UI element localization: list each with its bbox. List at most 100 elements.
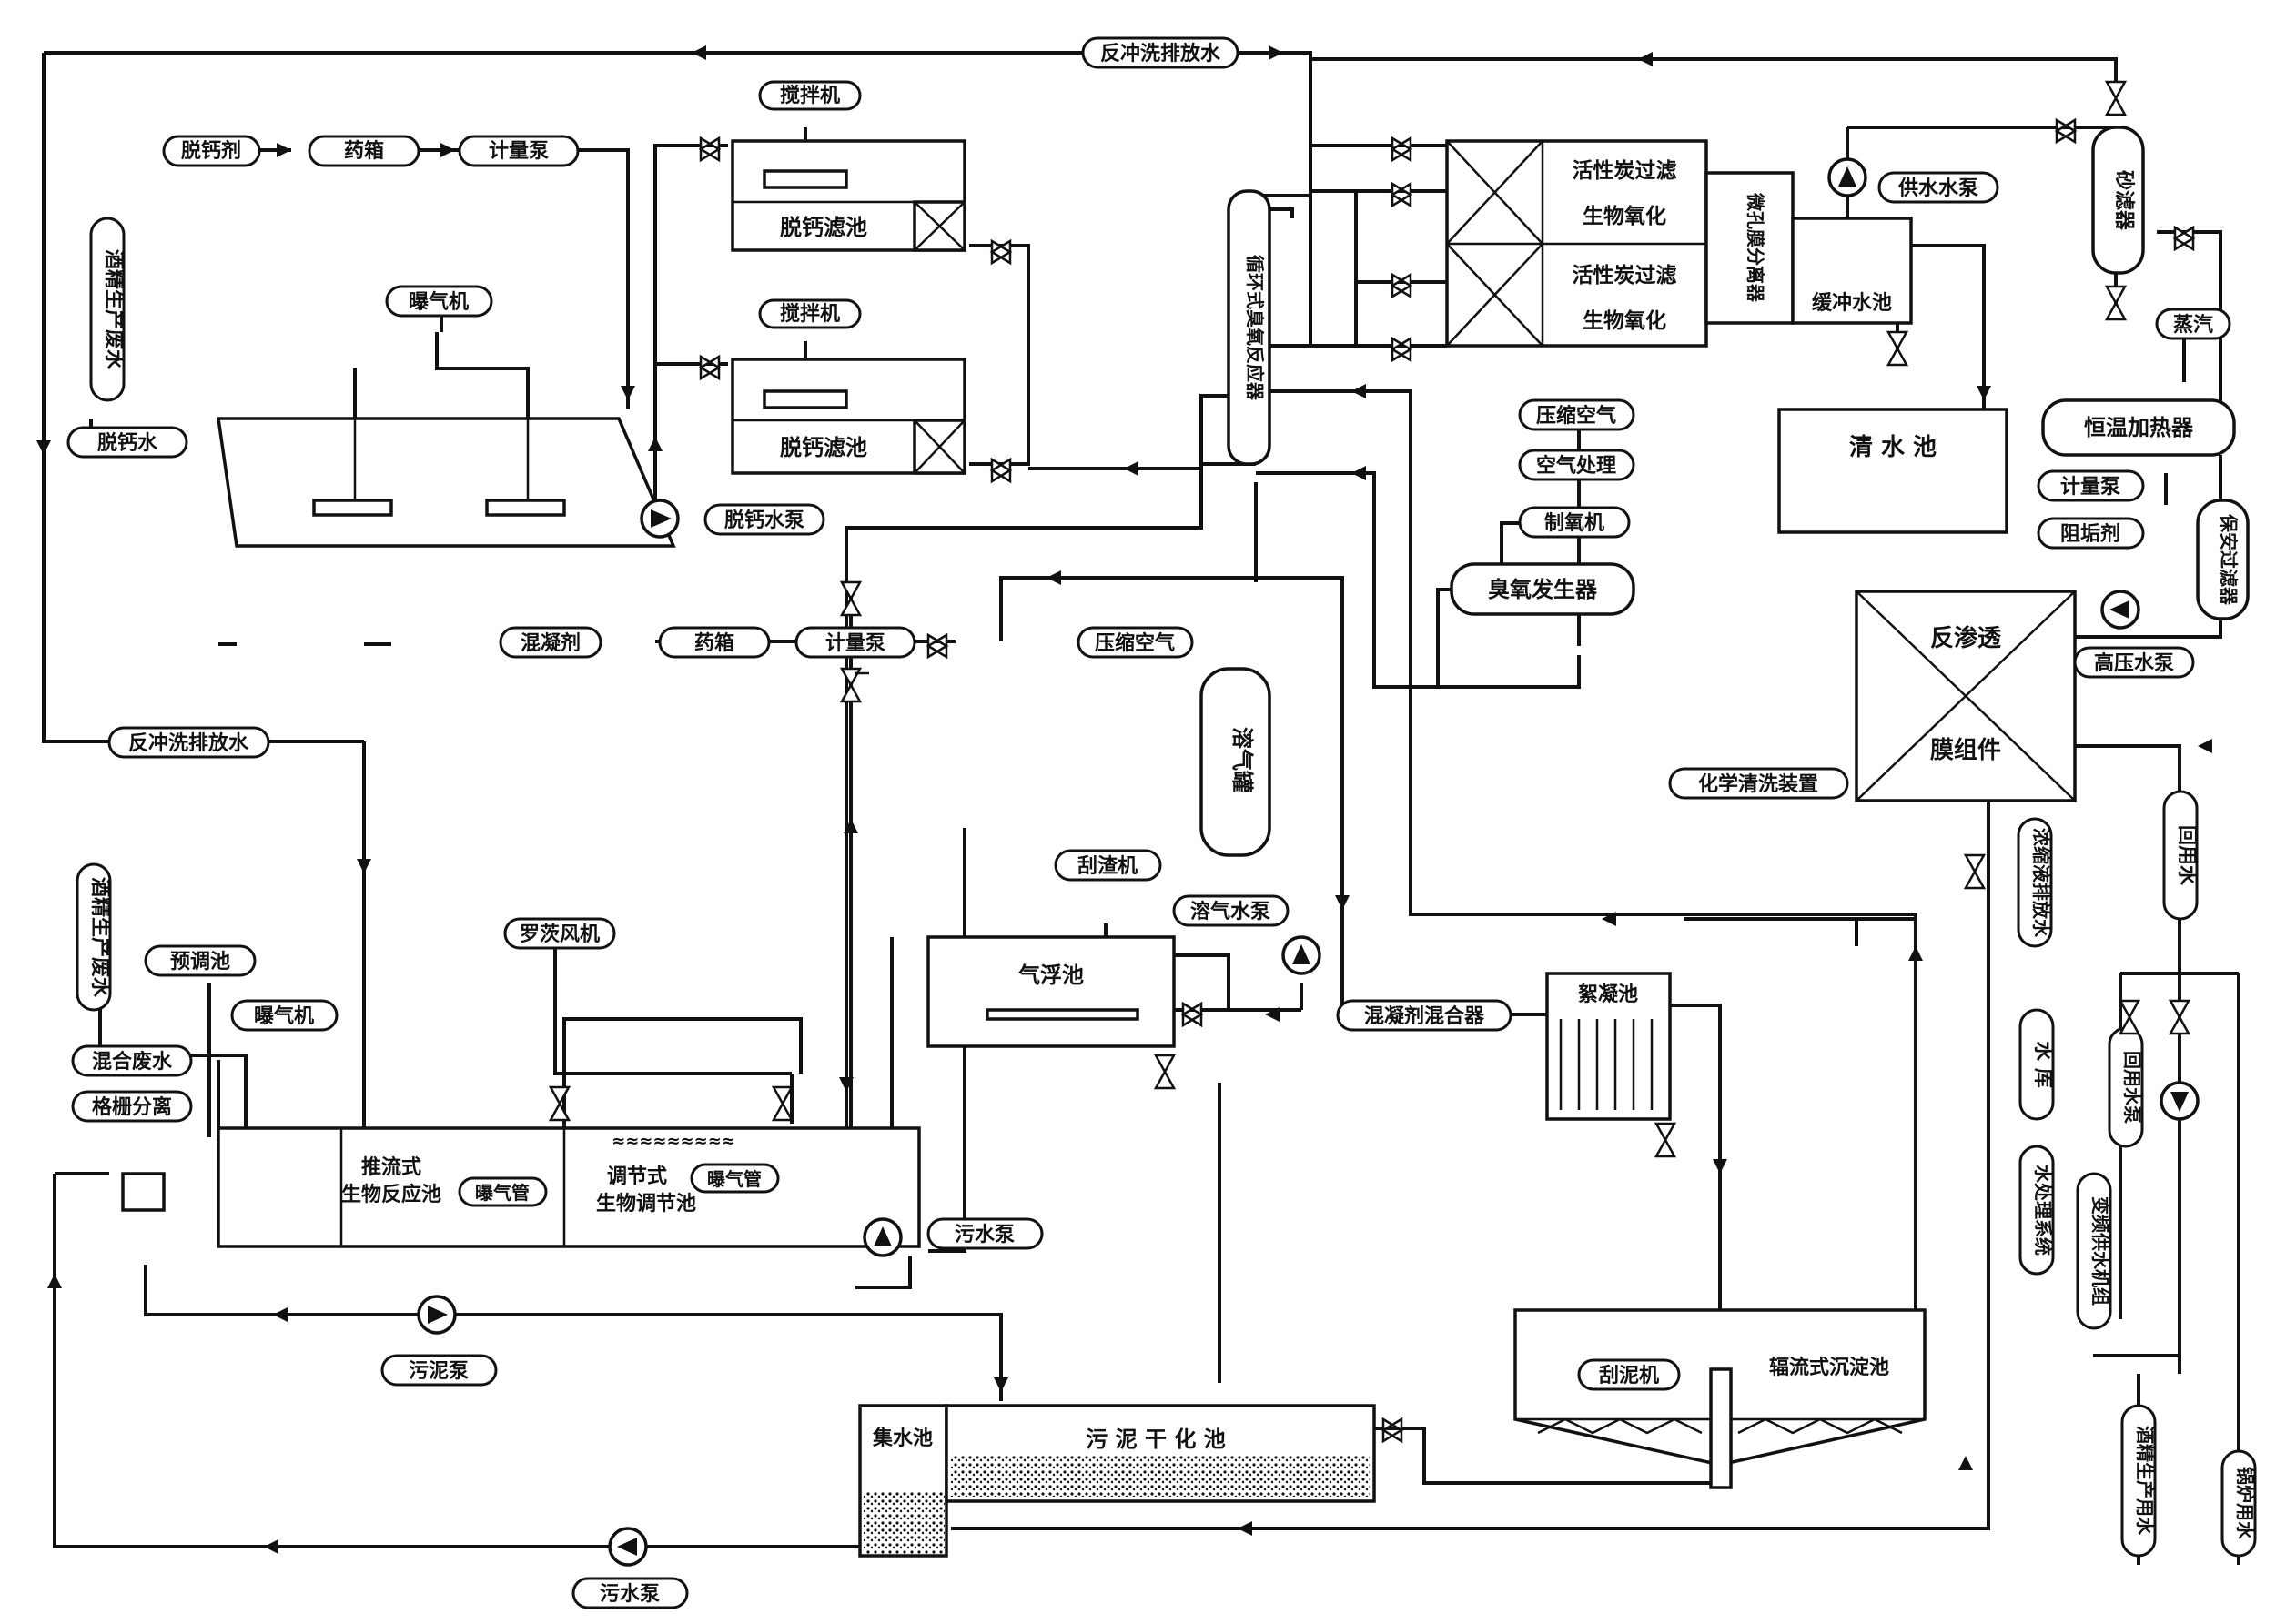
bac-1b-label: 生物氧化	[1583, 204, 1666, 228]
aer-pipe-2-box: 曝气管	[690, 1163, 780, 1194]
boiler-water-label: 锅炉用水	[2234, 1467, 2256, 1540]
clear-tank-label: 清 水 池	[1849, 434, 1937, 461]
metering-pump-1: 计量泵	[458, 135, 580, 167]
sand-filter-label: 砂滤器	[2112, 170, 2136, 231]
scale-inhibitor-label: 阻垢剂	[2060, 522, 2120, 546]
backwash-left-label-box: 反冲洗排放水	[107, 726, 270, 759]
diffuser-1	[312, 499, 393, 517]
prod-waste-top-box: 酒精生产废水	[89, 217, 126, 402]
backwash-top-label: 反冲洗排放水	[1100, 42, 1221, 66]
decalc-filter-2-label: 脱钙滤池	[780, 435, 867, 460]
impeller-1	[763, 169, 848, 189]
sludge-pump-box: 污泥泵	[380, 1354, 498, 1387]
bio-tank	[217, 1126, 921, 1248]
hp-pump-label: 高压水泵	[2094, 651, 2174, 675]
heater-label: 恒温加热器	[2084, 415, 2194, 440]
valve-icon	[2104, 80, 2128, 116]
valve-icon	[1180, 1001, 1204, 1028]
metering-pump-1-label: 计量泵	[489, 140, 549, 163]
buffer-tank	[1791, 217, 1913, 325]
valve-icon	[2168, 999, 2191, 1035]
water-treat-label: 水处理系统	[2032, 1165, 2054, 1256]
valve-icon	[1886, 330, 1909, 367]
dissolved-air-tank	[1199, 667, 1271, 857]
collect-tank-label: 集水池	[872, 1427, 933, 1450]
dosing-tank-1: 药箱	[308, 135, 420, 167]
valve-icon	[989, 238, 1013, 266]
valve-icon	[1390, 181, 1413, 208]
equalize-tank-box: 预调池	[144, 944, 257, 977]
aerator-bottom-box: 曝气机	[230, 999, 339, 1032]
separator	[1704, 171, 1795, 325]
circ-tower-label: 循环式臭氧反应器	[1244, 255, 1266, 401]
prod-water-box: 酒精生产用水	[2120, 1404, 2157, 1558]
reservoir-label: 水 库	[2031, 1041, 2054, 1088]
air-treatment-label: 空气处理	[1536, 454, 1616, 478]
decalc-pump-box: 脱钙水泵	[703, 503, 825, 536]
sewage-pump-2-box: 污水泵	[572, 1577, 689, 1609]
hp-pump-box: 高压水泵	[2073, 646, 2195, 679]
decalc-filter-1-label: 脱钙滤池	[780, 215, 867, 240]
sludge-dry-label: 污 泥 干 化 池	[1086, 1427, 1225, 1452]
prod-water-label: 酒精生产用水	[2134, 1426, 2156, 1536]
mixer-1-label: 搅拌机	[780, 84, 840, 107]
compressed-air-1-box: 压缩空气	[1518, 398, 1635, 431]
security-filter-label: 保安过滤器	[2218, 513, 2240, 606]
valve-icon	[839, 667, 863, 703]
feed-pump-box: 供水水泵	[1877, 171, 1999, 204]
sewage-pump-2-label: 污水泵	[600, 1583, 660, 1606]
flocculation-tank	[1545, 972, 1672, 1121]
scraper-2-box: 刮泥机	[1577, 1358, 1681, 1391]
grid-screen	[121, 1172, 166, 1212]
sewage-pump-1-box: 污水泵	[926, 1217, 1044, 1250]
ro-b-label: 膜组件	[1930, 736, 2001, 764]
security-filter	[2196, 499, 2250, 620]
prod-waste-top-label: 酒精生产废水	[102, 249, 126, 370]
decalc-water-label: 脱钙水	[97, 432, 158, 455]
dosing-tank-1-label: 药箱	[344, 139, 384, 163]
flotation-tank	[926, 935, 1176, 1048]
metering-pump-2-label: 计量泵	[825, 632, 885, 655]
dissolved-pump-label: 溶气水泵	[1190, 900, 1270, 923]
scale-inhibitor-box: 阻垢剂	[2037, 517, 2145, 550]
backwash-left-label: 反冲洗排放水	[128, 731, 249, 755]
bio-tank-a-label: 推流式	[361, 1155, 421, 1179]
decalc-pump-label: 脱钙水泵	[724, 509, 804, 532]
steam-label: 蒸汽	[2173, 313, 2213, 337]
valve-icons	[548, 80, 2196, 1444]
valve-icon	[1390, 336, 1413, 363]
valve-icon	[2172, 225, 2196, 252]
metering-pump-r-label: 计量泵	[2060, 476, 2120, 499]
separator-label: 微孔膜分离器	[1745, 192, 1766, 303]
exchanger-label: 变频供水机组	[2089, 1196, 2111, 1306]
ro-a-label: 反渗透	[1930, 624, 2002, 652]
mixer-2-label: 搅拌机	[780, 302, 840, 326]
valve-icon	[771, 1085, 794, 1122]
aerator-top-box: 曝气机	[385, 285, 493, 318]
aer-pipe-1-label: 曝气管	[475, 1182, 530, 1204]
circ-ozone-tower	[1227, 189, 1271, 466]
valve-icon	[1963, 853, 1987, 890]
oxygen-maker-label: 制氧机	[1544, 512, 1604, 535]
flocculation-label: 絮凝池	[1578, 983, 1638, 1006]
blower-box: 罗茨风机	[503, 917, 616, 950]
boiler-water-box: 锅炉用水	[2220, 1449, 2257, 1558]
compressed-air-2-box: 压缩空气	[1077, 626, 1194, 659]
ozone-gen-label: 臭氧发生器	[1488, 577, 1598, 602]
compressed-air-2-label: 压缩空气	[1095, 631, 1175, 655]
compressed-air-1-label: 压缩空气	[1536, 404, 1616, 428]
chem-clean-box: 化学清洗装置	[1668, 767, 1849, 800]
bac-2a-label: 活性炭过滤	[1573, 264, 1677, 287]
grid-sep-box: 格栅分离	[71, 1090, 193, 1123]
deoil-agent-box: 脱钙剂	[162, 135, 261, 167]
reg-tank-b-label: 生物调节池	[596, 1192, 696, 1215]
metering-pump-r-box: 计量泵	[2037, 469, 2145, 502]
water-treat-box: 水处理系统	[2018, 1145, 2055, 1276]
chem-clean-label: 化学清洗装置	[1698, 772, 1818, 796]
reuse-water-box: 回用水	[2162, 790, 2199, 921]
valve-icon	[1153, 1054, 1177, 1090]
sludge-pump-label: 污泥泵	[409, 1360, 469, 1383]
buffer-tank-label: 缓冲水池	[1812, 291, 1892, 315]
valve-icon	[2118, 999, 2141, 1035]
dissolved-pump-box: 溶气水泵	[1172, 894, 1290, 927]
